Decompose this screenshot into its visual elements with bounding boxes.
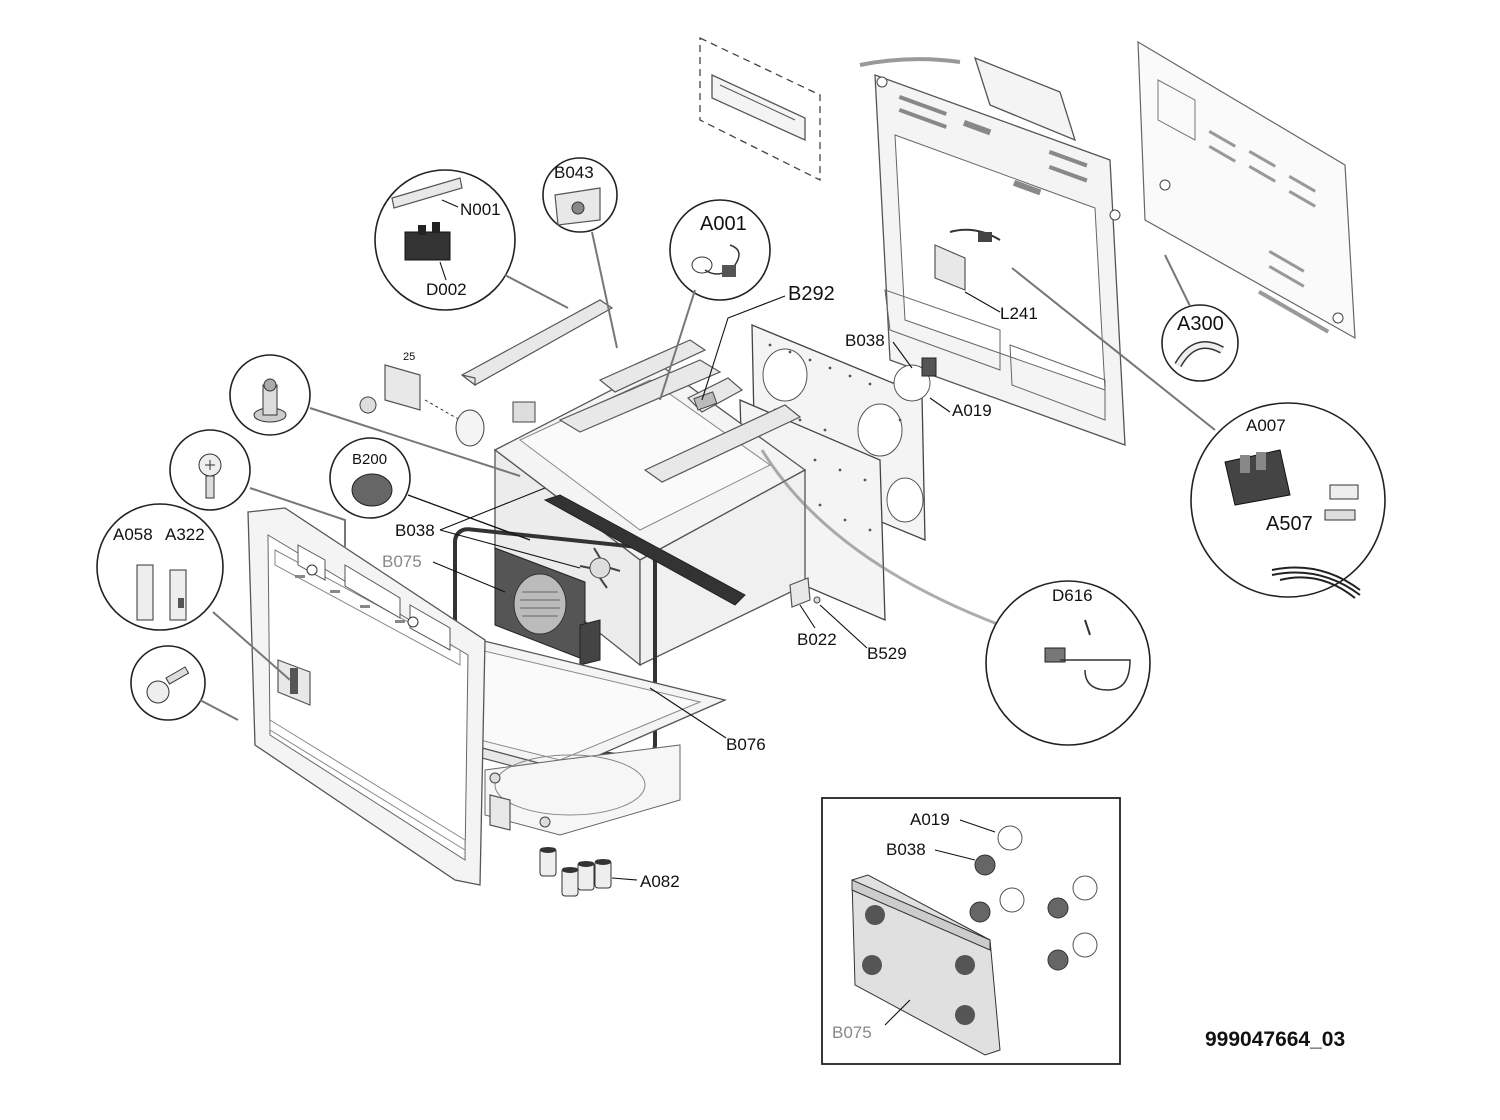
small-switch	[512, 401, 536, 423]
label-a019-inset: A019	[910, 810, 950, 829]
label-b038-inset: B038	[886, 840, 926, 859]
callout-a001	[669, 199, 771, 301]
label-b529: B529	[867, 644, 907, 663]
lower-hinge	[489, 794, 511, 831]
timer-motor: 25	[359, 351, 485, 447]
label-b043: B043	[554, 163, 594, 182]
wiring-harness	[934, 228, 1001, 291]
callout-a300	[1161, 304, 1239, 382]
callout-d616	[985, 580, 1151, 746]
label-a082: A082	[640, 872, 680, 891]
b022-thermostat	[789, 577, 821, 608]
label-a300: A300	[1177, 313, 1224, 335]
callout-screw-1	[229, 354, 311, 436]
rear-frame-panel	[874, 74, 1126, 446]
callout-screw-3	[130, 645, 206, 721]
callout-a058-a322	[96, 503, 224, 631]
callout-a007-a507	[1190, 402, 1386, 599]
label-b292: B292	[788, 283, 835, 305]
b292-module	[686, 377, 744, 413]
label-b038-top: B038	[845, 331, 885, 350]
label-a019-top: A019	[952, 401, 992, 420]
callout-b200	[329, 437, 411, 519]
fan-motor-top	[893, 357, 937, 402]
label-a058: A058	[113, 525, 153, 544]
bottom-base	[484, 744, 681, 836]
front-frame	[247, 507, 486, 886]
latch-on-frame	[277, 659, 311, 706]
label-d002: D002	[426, 280, 467, 299]
callout-b043	[542, 157, 618, 233]
screw-size-label: 25	[403, 351, 415, 363]
fan-cover-mid	[494, 547, 601, 666]
label-b038-mid: B038	[395, 521, 435, 540]
document-id: 999047664_03	[1205, 1028, 1345, 1051]
label-l241: L241	[1000, 304, 1038, 323]
label-a322: A322	[165, 525, 205, 544]
label-n001: N001	[460, 200, 501, 219]
cross-bar	[460, 299, 614, 387]
top-trim-strip	[973, 56, 1077, 142]
label-b200: B200	[352, 451, 387, 468]
fan-blade-mid	[579, 547, 621, 589]
dashed-optional-part	[699, 36, 821, 182]
inset-fan-variant-box	[821, 797, 1121, 1065]
callout-n001-d002	[374, 169, 516, 311]
label-a007: A007	[1246, 416, 1286, 435]
label-b022: B022	[797, 630, 837, 649]
label-b075-mid: B075	[382, 552, 422, 571]
label-b076: B076	[726, 735, 766, 754]
label-b075-inset: B075	[832, 1023, 872, 1042]
leader-lines	[199, 199, 1216, 1026]
heating-strip	[543, 494, 746, 606]
label-a001: A001	[700, 213, 747, 235]
top-rail-brackets	[558, 339, 802, 483]
back-cover-panel	[1137, 40, 1356, 340]
label-d616: D616	[1052, 586, 1093, 605]
label-a507: A507	[1266, 513, 1313, 535]
callout-screw-2	[169, 429, 251, 511]
feet-set	[539, 847, 612, 897]
